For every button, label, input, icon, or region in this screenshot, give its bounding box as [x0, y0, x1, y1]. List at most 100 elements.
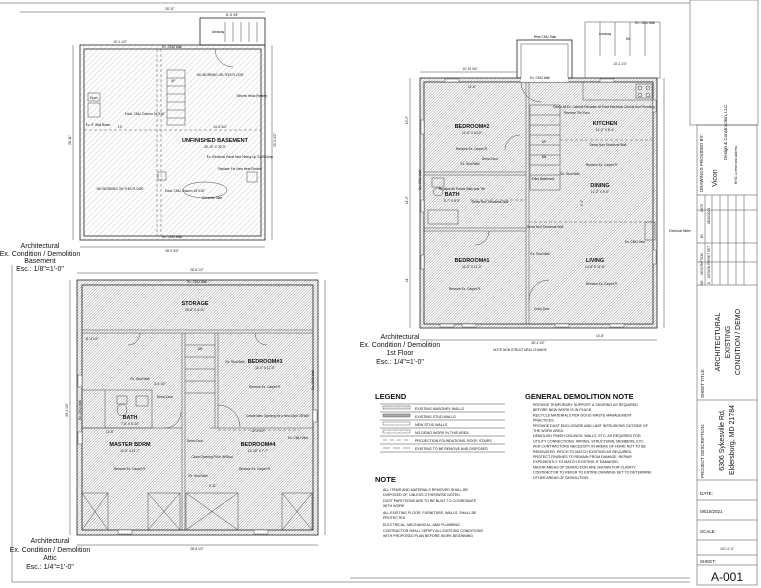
drawing-caption: Ex. Condition / Demolition — [0, 251, 80, 258]
project-address: 6306 Sykesville Rd, — [719, 409, 726, 471]
room-size: 5'-7" X 8'-5" — [444, 199, 461, 203]
plan-note: Ex. Stud Wall — [530, 252, 549, 256]
demolition-note-line: PROVIDE TEMPORARY SUPPORT & SHORING AS R… — [533, 403, 638, 407]
demolition-note-line: RENOVATED. PATCH TO MATCH EXISTING AS RE… — [533, 450, 632, 454]
plan-note: Concrete Slab — [202, 196, 222, 200]
plan-note: Remove Ex. Carpet Fl. — [249, 385, 281, 389]
plan-note: UP — [171, 79, 175, 83]
room-size: 7'-8" X 5'-10" — [121, 422, 139, 426]
demolition-note-line: RECYCLE MATERIALS PER GOOD WASTE MANAGEM… — [533, 413, 633, 417]
dimension: 19'-1 1/2" — [113, 40, 126, 44]
dimension: 28'-4 1/2" — [531, 341, 544, 345]
plan-note: Entry Basement — [532, 177, 555, 181]
plan-note: Ex. CMU Wall — [530, 76, 550, 80]
plan-note: Demo All Ex. Cabinet Relocate All Exist … — [553, 105, 655, 109]
plan-note: Close Opening Fill-In W/Stud — [191, 455, 232, 459]
plan-note: Areaway — [212, 30, 225, 34]
plan-note: Ex. 8" Wall Beam — [86, 123, 111, 127]
plan-note: Electrical Meter — [669, 229, 692, 233]
plan-note: DN — [626, 37, 631, 41]
dimension: 10'-5" — [405, 116, 409, 124]
title-block — [696, 124, 758, 586]
plan-note: Ex. CMU Wall — [418, 170, 422, 190]
plan-note: Entry Door — [534, 307, 550, 311]
note-line: ALL EXISTING FLOOR, FURNITURE, WALLS, SH… — [383, 511, 477, 515]
sheet-label: SHEET: — [700, 559, 716, 564]
drawing-caption: Attic — [43, 555, 57, 562]
plan-note: Rear CMU Stair — [534, 35, 557, 39]
revision-description: DESIGN PERMIT SET — [707, 246, 711, 278]
dimension: 5'-4" — [580, 200, 584, 206]
note-line: ELECTRICAL, MECHANICAL, AND PLUMBING — [383, 523, 460, 527]
dimension: 11'-6" — [468, 85, 476, 89]
room-size: 14'-8" X 11'-6" — [585, 265, 605, 269]
room-size: 11'-5" X 11'-0" — [462, 265, 482, 269]
plan-note: Ex. CMU Wall — [187, 280, 207, 284]
drawing-caption: Basement — [24, 258, 56, 265]
plan-note: Remove Ex. Carpet Fl. — [586, 282, 618, 286]
plan-note: Ex. CMU Wall — [162, 235, 182, 239]
revision-date: 08/10/2021 — [707, 208, 711, 224]
drawing-caption: Ex. Condition / Demolition — [360, 342, 441, 349]
dimension: 28'-8 1/2" — [190, 268, 203, 272]
room-label: LIVING — [586, 258, 604, 264]
room-label: STORAGE — [181, 301, 208, 307]
dimension: 11'-5" — [106, 430, 114, 434]
room-size: 11'-5" X 11'-7" — [120, 449, 140, 453]
plan-note: Remove Ex. Carpet Fl. — [239, 467, 271, 471]
room-size: 28'-10" X 25'-5" — [204, 145, 226, 149]
dimension: 25'-5 1/2" — [273, 133, 277, 146]
plan-note: DN — [198, 347, 203, 351]
drawing-caption: Architectural — [31, 538, 70, 545]
plan-note: Ex. CMU Vent — [625, 240, 645, 244]
plan-note: Demo Non Structural Wall — [472, 200, 509, 204]
room-size: 11'-0" X 11'-0" — [255, 366, 275, 370]
dimension: 28'-4 1/2" — [65, 403, 69, 416]
legend-item: NO DEMO WORK IN THIS AREA — [415, 431, 469, 435]
legend-swatches — [380, 403, 505, 453]
first-floor-plan — [409, 21, 665, 341]
plan-note: Dryer — [90, 96, 99, 100]
drawing-caption: Esc.: 1/4"=1'-0" — [26, 564, 74, 571]
plan-note: Ex. CMU Wall — [78, 400, 82, 420]
date-value: 08/10/2021 — [700, 509, 723, 514]
revision-header: NO — [700, 280, 704, 285]
provided-by-label: DRAWINGS PROVIDED BY: — [699, 134, 704, 192]
sheet-number: A-001 — [711, 570, 743, 584]
plan-note: Remove Ex. Carpet Fl. — [456, 147, 488, 151]
change-note: NOTE NON STRUCTURAL CHANGE — [493, 348, 547, 352]
plan-note: Demo Non Structural Wall — [590, 143, 627, 147]
note-line: ALL ITEMS AND MATERIALS REMOVED SHALL BE — [383, 488, 469, 492]
firm-logo: Vicon — [712, 169, 719, 186]
plan-note: Ex. Stud Wall — [130, 377, 149, 381]
note-title: NOTE — [375, 475, 396, 484]
room-label: BEDROOM#2 — [455, 124, 490, 130]
plan-note: Ex. CMU Vent — [288, 436, 308, 440]
demolition-note-line: PRACTICES. — [533, 419, 555, 423]
room-size: 11'-2" X 9'-5" — [591, 190, 609, 194]
plan-note: DN — [542, 155, 547, 159]
plan-note: Areaway — [599, 32, 612, 36]
plan-note: Remove Ex. Carpet Fl. — [449, 287, 481, 291]
project-description-label: PROJECT DESCRIPTION: — [700, 424, 705, 478]
firm-name: Design & Construction, LLC — [723, 104, 728, 160]
dimension: 28'-9 3/4" — [165, 249, 178, 253]
demolition-note-line: MAJOR AREAS OF DEMOLITION ARE SHOWN FOR … — [533, 465, 636, 469]
revision-header: DATE — [700, 204, 704, 212]
plan-note: Ex. Stud Wall — [460, 162, 479, 166]
firm-details: MHIC License and address — [734, 145, 738, 184]
dimension: 11' — [405, 278, 409, 282]
plan-note: Electric Heat (Heater) — [237, 94, 268, 98]
project-address: Eldersburg, MD 21784 — [729, 405, 736, 475]
plan-note: Ex. Stud Wall — [225, 360, 244, 364]
plan-note: Remove Ex. Carpet Fl. — [586, 163, 618, 167]
sheet-title: ARCHITECTURAL — [715, 313, 722, 372]
drawing-caption: Architectural — [21, 243, 60, 250]
general-demolition-note-title: GENERAL DEMOLITION NOTE — [525, 392, 634, 401]
drawing-caption: Esc.: 1/8"=1'-0" — [16, 266, 64, 273]
note-line: WITH PROPOSED PLAN BEFORE WORK BEGINNING — [383, 534, 473, 538]
dimension: 14'-5 3/4" — [213, 125, 226, 129]
dimension: 11'-9" — [405, 196, 409, 204]
basement-plan — [20, 11, 273, 248]
